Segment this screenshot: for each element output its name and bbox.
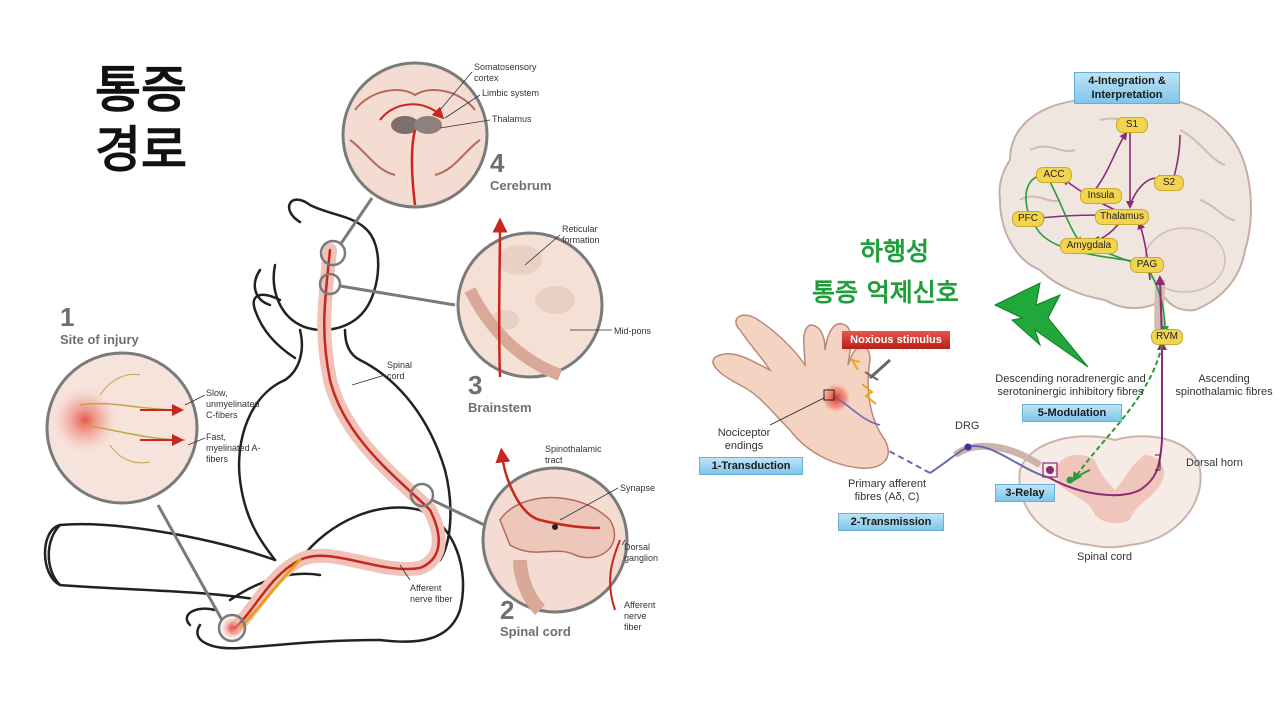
left-pain-pathway — [217, 239, 446, 643]
node-amygdala: Amygdala — [1060, 238, 1118, 254]
label-thalamus-left: Thalamus — [492, 114, 532, 124]
node-insula: Insula — [1080, 188, 1122, 204]
spinal-cross-section — [952, 435, 1202, 549]
magnifier-spinal-cord — [481, 447, 629, 615]
label-dorsal-ganglion: Dorsal ganglion — [624, 542, 659, 563]
person-outline — [43, 198, 465, 650]
stage-1-label: Site of injury — [60, 332, 139, 347]
stage-3-number: 3 — [468, 370, 483, 400]
label-synapse: Synapse — [620, 483, 656, 493]
label-afferent-1: Afferent nerve fiber — [410, 583, 453, 604]
stage-2-label: Spinal cord — [500, 624, 571, 639]
label-primary-afferent: Primary afferent fibres (Aδ, C) — [847, 478, 927, 503]
label-drg: DRG — [955, 420, 980, 432]
node-pag: PAG — [1130, 257, 1164, 273]
label-slow-fibers: Slow, unmyelinated C-fibers — [206, 388, 260, 420]
node-s1: S1 — [1116, 117, 1148, 133]
node-acc: ACC — [1036, 167, 1072, 183]
box-transmission: 2-Transmission — [838, 513, 944, 531]
node-pfc: PFC — [1012, 211, 1044, 227]
node-thalamus: Thalamus — [1095, 209, 1149, 225]
label-spinothalamic: Spinothalamic tract — [545, 444, 602, 465]
lightning-bolt-icon — [993, 282, 1089, 368]
node-s2: S2 — [1154, 175, 1184, 191]
afferent-leader — [399, 564, 411, 581]
magnifier-connectors — [156, 197, 496, 621]
label-ascending: Ascending spinothalamic fibres — [1175, 373, 1273, 398]
box-relay: 3-Relay — [995, 484, 1055, 502]
title-line-2: 경로 — [95, 121, 187, 179]
hand-illustration — [712, 314, 892, 469]
stage-1-number: 1 — [60, 302, 75, 332]
korean-annotation-line-1: 하행성 — [860, 237, 930, 266]
label-spinal-cord-right: Spinal cord — [1077, 551, 1133, 563]
label-midpons: Mid-pons — [614, 326, 652, 336]
label-reticular: Reticular formation — [562, 224, 600, 245]
stage-2-number: 2 — [500, 595, 515, 625]
label-limbic: Limbic system — [482, 88, 540, 98]
stage-4-number: 4 — [490, 148, 505, 178]
box-integration: 4-Integration & Interpretation — [1074, 72, 1180, 104]
stage-4-label: Cerebrum — [490, 178, 552, 193]
title-line-1: 통증 — [95, 61, 187, 119]
box-noxious-stimulus: Noxious stimulus — [842, 331, 950, 349]
magnifier-cerebrum — [341, 61, 491, 209]
magnifier-injury — [45, 351, 206, 505]
label-fast-fibers: Fast, myelinated A-fibers — [206, 432, 261, 464]
spinal-cord-leader — [351, 374, 386, 386]
label-spinal-cord-left: Spinal cord — [387, 360, 413, 381]
magnifier-brainstem — [456, 217, 612, 381]
label-nociceptor: Nociceptor endings — [717, 427, 771, 452]
korean-annotation-line-2: 통증 억제신호 — [812, 278, 959, 307]
stage-3-label: Brainstem — [468, 400, 532, 415]
label-dorsal-horn: Dorsal horn — [1186, 457, 1243, 469]
box-modulation: 5-Modulation — [1022, 404, 1122, 422]
label-somatosensory: Somatosensory cortex — [474, 62, 537, 83]
node-rvm: RVM — [1151, 329, 1183, 345]
label-descending: Descending noradrenergic and serotoniner… — [995, 373, 1146, 398]
box-transduction: 1-Transduction — [699, 457, 803, 475]
label-afferent-2: Afferent nerve fiber — [624, 600, 656, 632]
